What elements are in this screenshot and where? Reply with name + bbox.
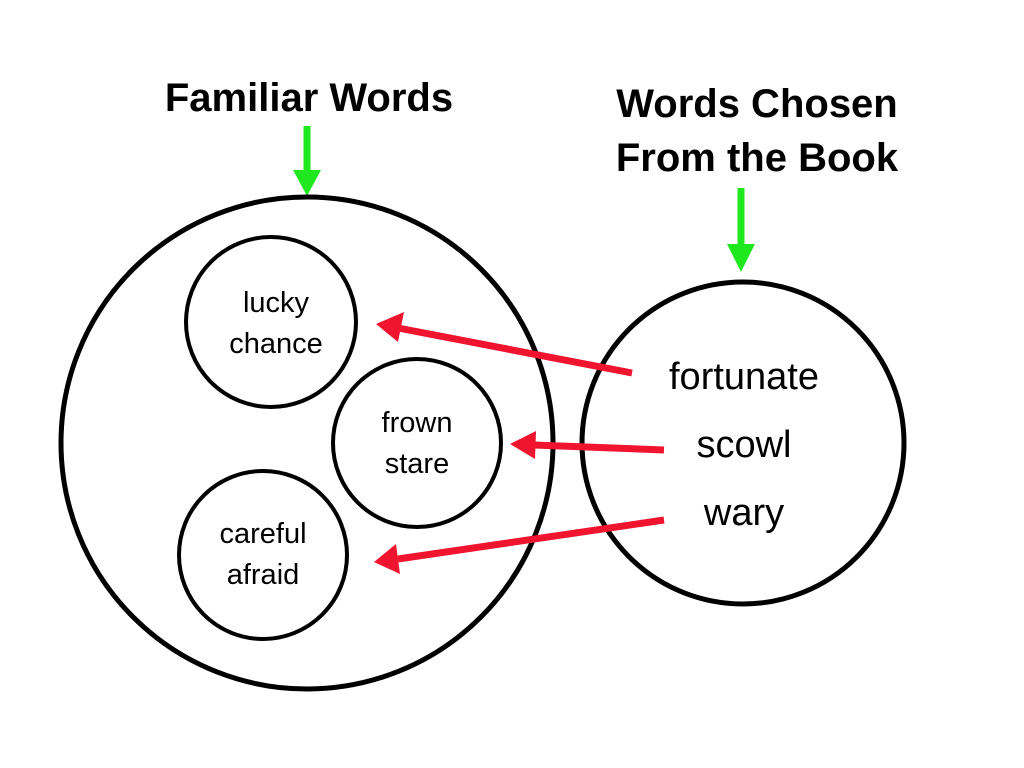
book-word-wary: wary xyxy=(703,492,784,534)
words-chosen-heading-line2: From the Book xyxy=(616,136,899,180)
familiar-word: careful xyxy=(219,518,306,550)
familiar-group-circle xyxy=(177,469,349,641)
arrow-left-icon xyxy=(374,516,665,574)
familiar-word: frown xyxy=(382,407,453,439)
familiar-word: stare xyxy=(385,448,449,480)
familiar-group-circle xyxy=(184,235,358,409)
familiar-word: chance xyxy=(229,328,323,360)
book-word-fortunate: fortunate xyxy=(669,356,819,398)
familiar-word: afraid xyxy=(227,559,300,591)
familiar-group-circle xyxy=(331,357,503,529)
familiar-words-heading: Familiar Words xyxy=(165,76,453,120)
book-word-scowl: scowl xyxy=(696,424,791,466)
arrow-down-icon xyxy=(293,126,321,196)
familiar-group-2: frown stare xyxy=(331,357,503,529)
arrow-down-icon xyxy=(727,188,755,272)
familiar-word: lucky xyxy=(243,287,310,319)
arrow-left-icon xyxy=(376,312,633,377)
familiar-group-1: lucky chance xyxy=(184,235,358,409)
arrow-left-icon xyxy=(510,431,665,459)
familiar-group-3: careful afraid xyxy=(177,469,349,641)
words-chosen-heading-line1: Words Chosen xyxy=(616,82,898,126)
